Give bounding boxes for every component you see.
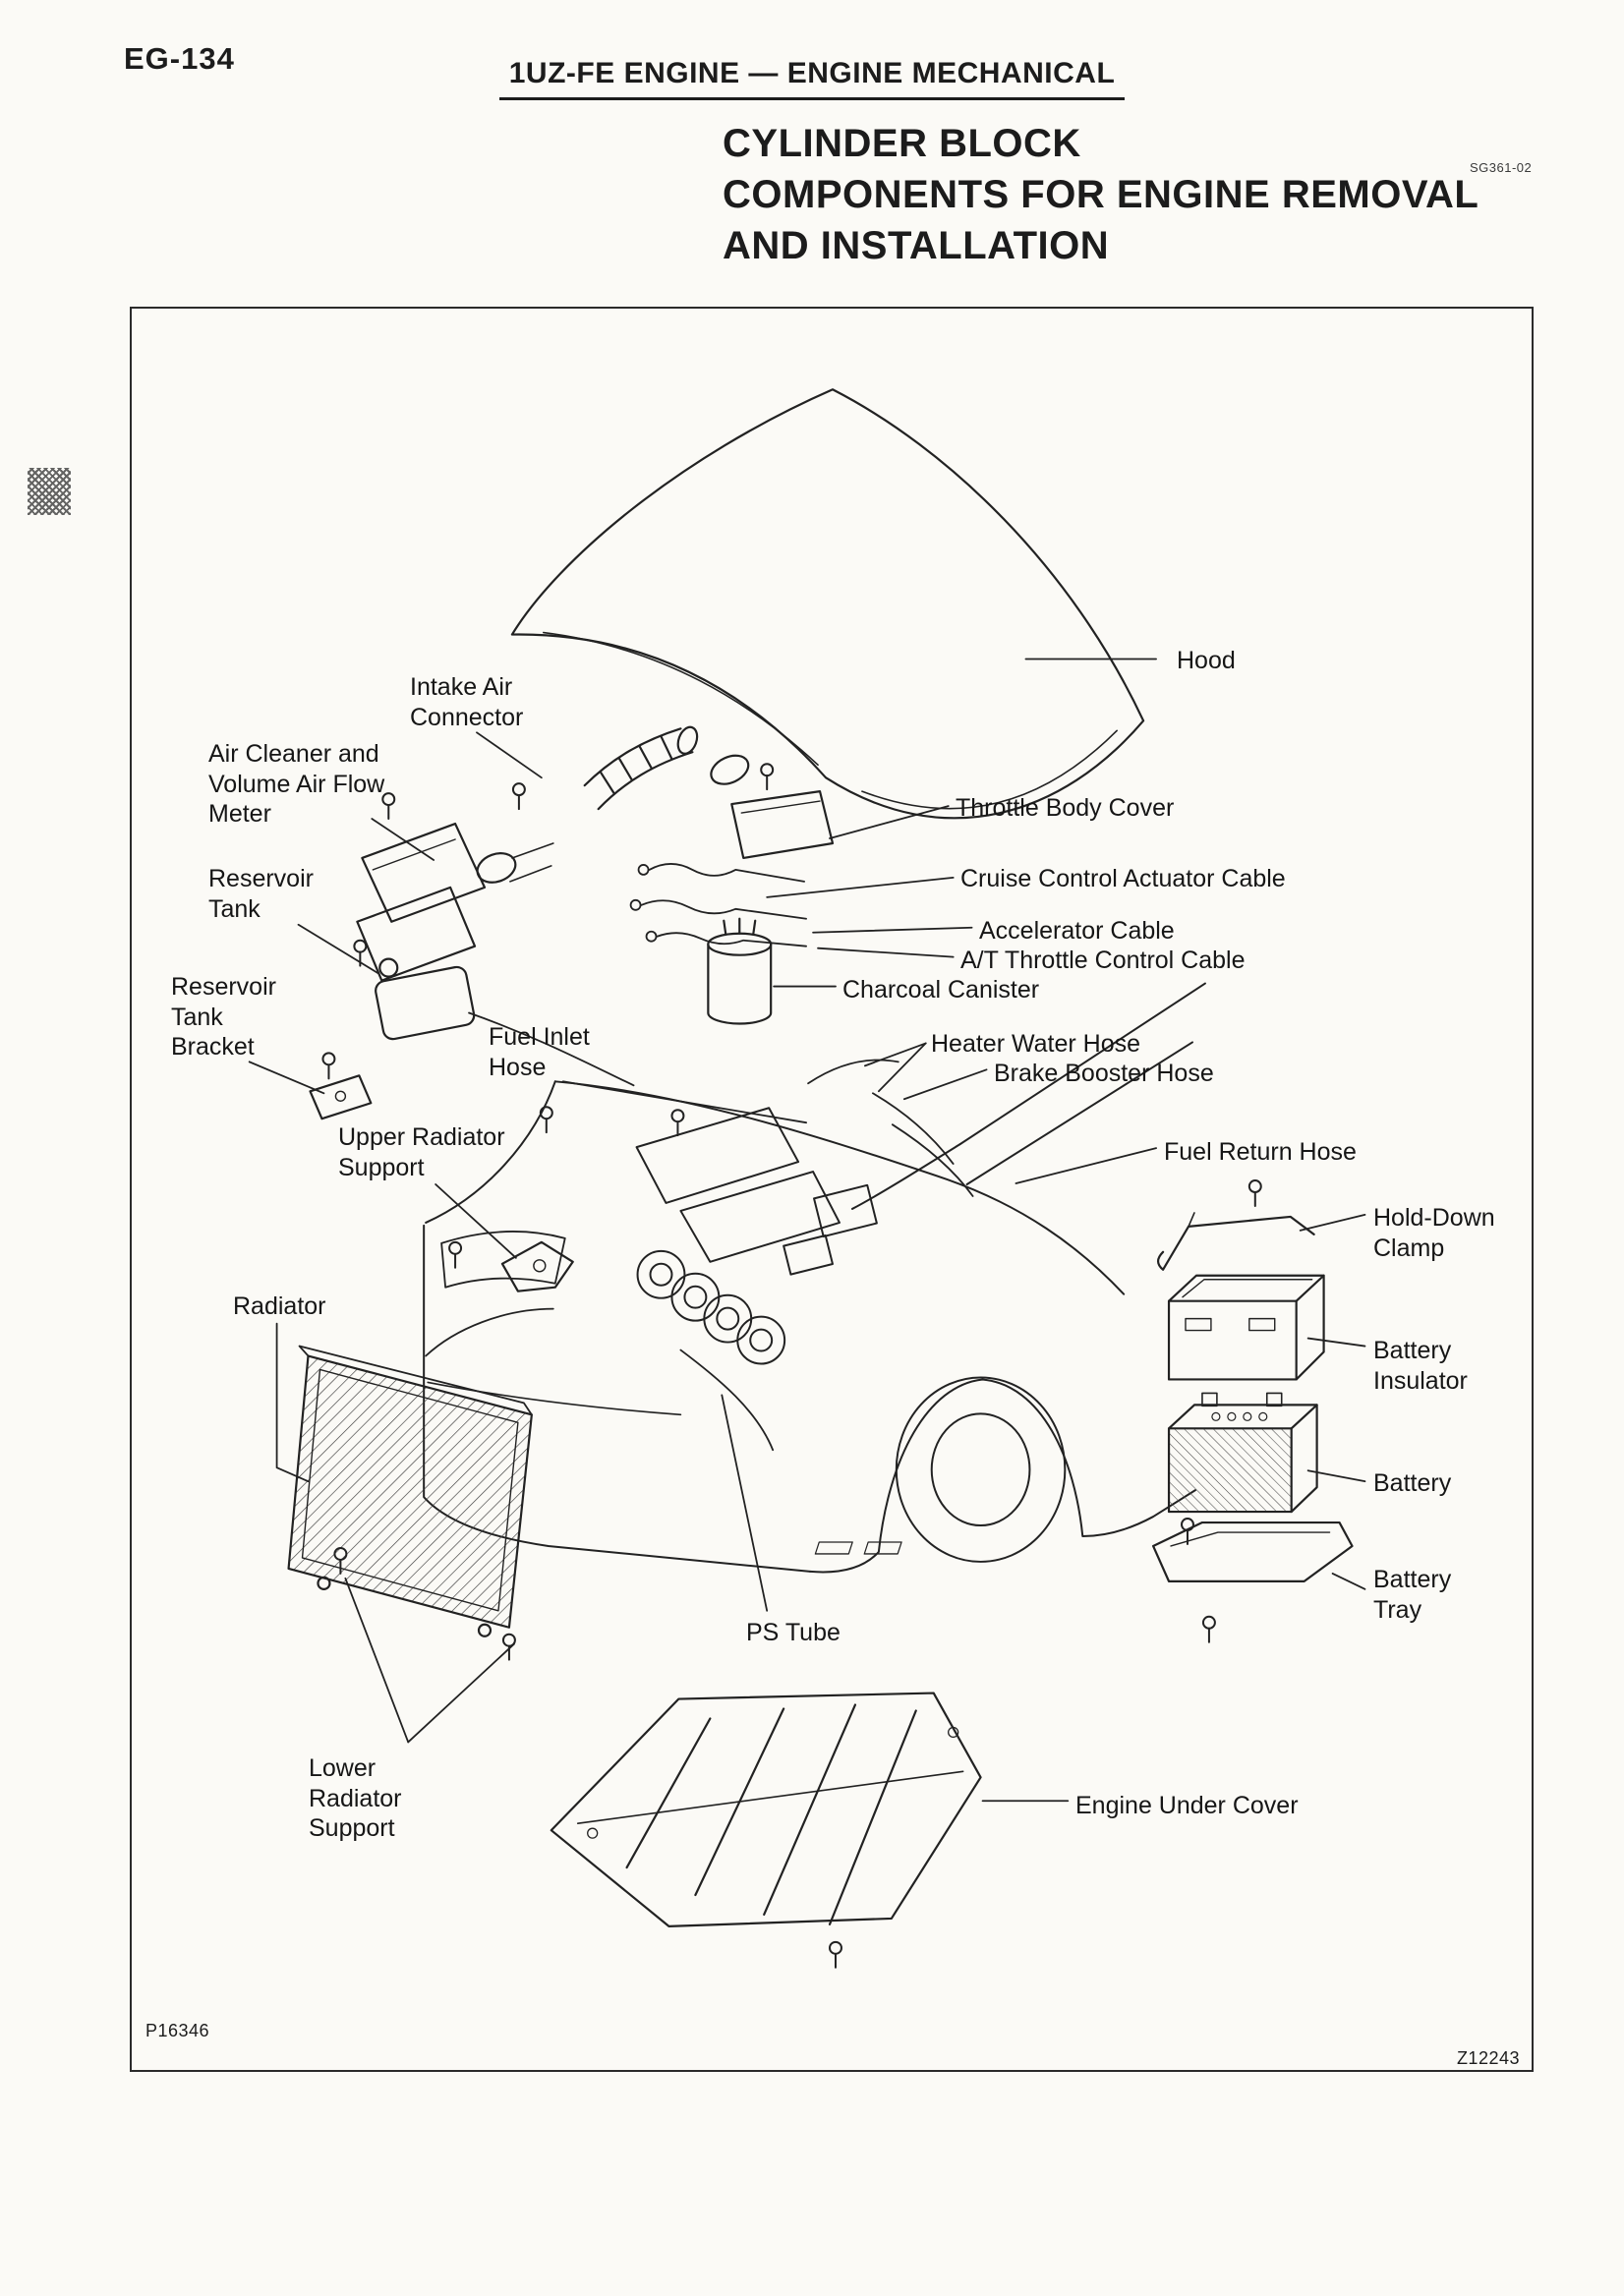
label-battery-tray: Battery Tray [1373, 1566, 1452, 1624]
label-hood: Hood [1177, 647, 1236, 674]
radiator-drawing [287, 1307, 554, 1637]
figure-title-line2: COMPONENTS FOR ENGINE REMOVAL [723, 173, 1479, 216]
reservoir-tank-bracket-drawing [309, 1074, 373, 1120]
label-hold-down-clamp: Hold-Down Clamp [1373, 1204, 1495, 1262]
label-ps-tube: PS Tube [746, 1619, 841, 1646]
hold-down-clamp-drawing [1156, 1212, 1315, 1271]
figure-title: CYLINDER BLOCK COMPONENTS FOR ENGINE REM… [723, 118, 1479, 271]
figure-ref-left: P16346 [145, 2021, 210, 2040]
label-intake-air-connector: Intake Air Connector [410, 673, 524, 731]
label-heater-water-hose: Heater Water Hose [931, 1030, 1141, 1058]
throttle-body-cover-drawing [730, 790, 835, 860]
battery-tray-drawing [814, 1521, 1354, 1582]
label-reservoir-tank-bracket: Reservoir Tank Bracket [171, 973, 276, 1061]
ps-tube-drawing [679, 1349, 775, 1452]
leader-lines [248, 658, 1366, 1803]
label-upper-radiator-support: Upper Radiator Support [338, 1123, 505, 1181]
label-reservoir-tank: Reservoir Tank [208, 865, 314, 923]
reservoir-tank-drawing [375, 957, 635, 1087]
label-fuel-inlet-hose: Fuel Inlet Hose [489, 1023, 590, 1081]
hood-drawing [510, 388, 1145, 820]
figure-code: SG361-02 [1470, 160, 1533, 175]
intake-air-connector-drawing [583, 725, 750, 811]
battery-drawing [1167, 1392, 1318, 1514]
figure-ref-right: Z12243 [1456, 2048, 1520, 2068]
engine-assembly-drawing [635, 1059, 974, 1365]
label-battery-insulator: Battery Insulator [1373, 1337, 1468, 1395]
exploded-diagram-artwork [248, 388, 1366, 1969]
engine-under-cover-drawing [550, 1692, 982, 1927]
label-engine-under-cover: Engine Under Cover [1075, 1792, 1299, 1819]
control-cables-drawing [629, 863, 807, 947]
label-charcoal-canister: Charcoal Canister [842, 976, 1040, 1004]
label-radiator: Radiator [233, 1292, 326, 1320]
label-fuel-return-hose: Fuel Return Hose [1164, 1138, 1357, 1166]
scan-artifact [28, 468, 71, 515]
label-brake-booster-hose: Brake Booster Hose [994, 1060, 1214, 1087]
figure-title-line3: AND INSTALLATION [723, 224, 1110, 267]
label-at-throttle-cable: A/T Throttle Control Cable [960, 947, 1246, 974]
label-battery: Battery [1373, 1469, 1452, 1497]
label-lower-radiator-support: Lower Radiator Support [309, 1754, 402, 1842]
charcoal-canister-drawing [707, 917, 773, 1025]
battery-insulator-drawing [1167, 1274, 1325, 1381]
upper-radiator-support-drawing [500, 1240, 574, 1292]
label-accelerator-cable: Accelerator Cable [979, 917, 1175, 945]
label-air-cleaner: Air Cleaner and Volume Air Flow Meter [208, 740, 385, 828]
label-cruise-control-cable: Cruise Control Actuator Cable [960, 865, 1286, 892]
section-header: 1UZ-FE ENGINE — ENGINE MECHANICAL [0, 57, 1624, 100]
exploded-diagram-frame: Hood Intake Air Connector Air Cleaner an… [130, 307, 1534, 2072]
section-header-text: 1UZ-FE ENGINE — ENGINE MECHANICAL [498, 57, 1126, 100]
figure-title-line1: CYLINDER BLOCK [723, 122, 1081, 165]
air-cleaner-drawing [356, 822, 554, 982]
page-number: EG-134 [124, 41, 235, 76]
label-throttle-body-cover: Throttle Body Cover [956, 794, 1175, 822]
